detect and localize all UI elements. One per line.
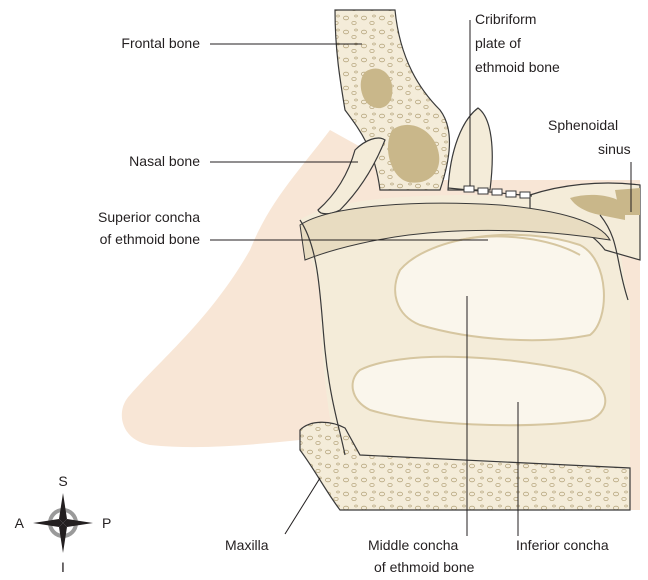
compass-s-label: S	[58, 473, 67, 489]
compass-rose: S I A P	[15, 473, 112, 575]
frontal-bone-label: Frontal bone	[121, 35, 200, 51]
middle-concha-label-2: of ethmoid bone	[374, 559, 475, 575]
superior-concha-label-2: of ethmoid bone	[100, 231, 201, 247]
compass-p-label: P	[102, 515, 111, 531]
label-maxilla: Maxilla	[225, 478, 320, 553]
sphenoidal-label-2: sinus	[598, 141, 631, 157]
cribriform-label-1: Cribriform	[475, 11, 536, 27]
superior-concha-label-1: Superior concha	[98, 209, 200, 225]
middle-concha-label-1: Middle concha	[368, 537, 458, 553]
compass-south-arrow	[59, 523, 67, 553]
compass-west-arrow	[33, 519, 63, 527]
sphenoidal-label-1: Sphenoidal	[548, 117, 618, 133]
cribriform-label-2: plate of	[475, 35, 521, 51]
compass-north-arrow	[59, 493, 67, 523]
compass-i-label: I	[61, 559, 65, 575]
maxilla-label: Maxilla	[225, 537, 269, 553]
label-frontal-bone: Frontal bone	[121, 35, 362, 51]
compass-east-arrow	[63, 519, 93, 527]
nasal-bone-label: Nasal bone	[129, 153, 200, 169]
inferior-concha-label: Inferior concha	[516, 537, 609, 553]
compass-a-label: A	[15, 515, 25, 531]
cribriform-label-3: ethmoid bone	[475, 59, 560, 75]
